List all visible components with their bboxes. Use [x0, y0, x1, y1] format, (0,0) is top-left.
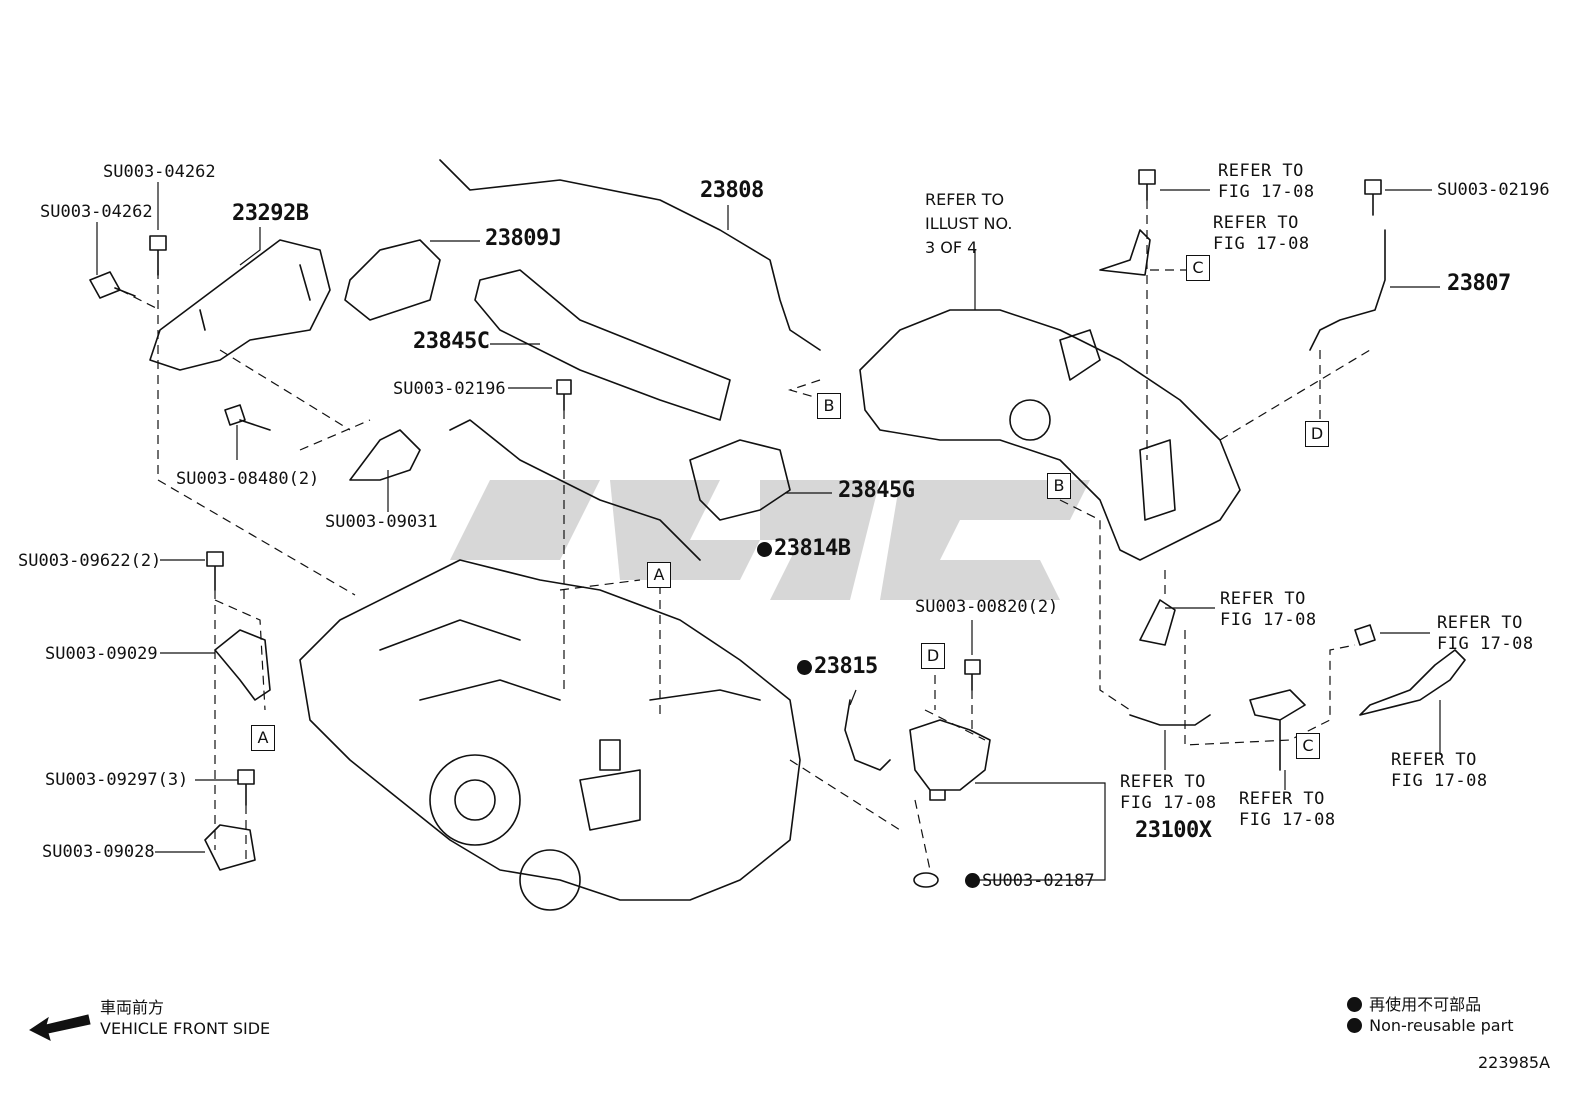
- connector-box-a-center: A: [647, 562, 671, 588]
- label-23808: 23808: [700, 178, 764, 203]
- legend-dot-en: [1347, 1018, 1362, 1033]
- bolt-04262-b: [149, 235, 167, 276]
- label-23845g: 23845G: [838, 478, 915, 503]
- label-su003-09028: SU003-09028: [42, 842, 155, 862]
- refer-illust-line1: REFER TO: [925, 190, 1005, 209]
- label-23814b: 23814B: [757, 538, 851, 560]
- watermark-graphic: [450, 480, 1090, 600]
- bolt-08480: [224, 404, 271, 431]
- label-23100x: 23100X: [1135, 818, 1212, 843]
- label-su003-04262-left: SU003-04262: [40, 202, 153, 222]
- label-su003-00820: SU003-00820(2): [915, 597, 1059, 617]
- label-su003-02196-right: SU003-02196: [1437, 180, 1550, 200]
- label-23809j: 23809J: [485, 226, 562, 251]
- bracket-09031: [349, 429, 421, 481]
- refer-7-line1: REFER TO: [1391, 750, 1477, 770]
- bracket-09028: [204, 824, 256, 871]
- front-side-en: VEHICLE FRONT SIDE: [100, 1019, 271, 1038]
- wire-23815: [844, 699, 891, 771]
- figure-id: 223985A: [1478, 1053, 1551, 1072]
- hose-ref-7: [1359, 649, 1466, 716]
- refer-6-line2: FIG 17-08: [1239, 810, 1336, 830]
- intake-manifold: [859, 309, 1241, 561]
- legend-jp-text: 再使用不可部品: [1369, 995, 1482, 1014]
- engine-block: [299, 559, 801, 901]
- label-23815: 23815: [797, 656, 878, 678]
- label-su003-09029: SU003-09029: [45, 644, 158, 664]
- gasket-02187: [913, 872, 939, 888]
- non-reusable-dot: [965, 873, 980, 888]
- label-23807: 23807: [1447, 271, 1511, 296]
- connector-box-c-upper: C: [1186, 255, 1210, 281]
- label-su003-09031: SU003-09031: [325, 512, 438, 532]
- label-23814b-text: 23814B: [774, 536, 851, 561]
- label-su003-02187: SU003-02187: [965, 872, 1095, 890]
- bolt-02196-b: [1364, 179, 1382, 216]
- connector-box-b-left: B: [817, 393, 841, 419]
- label-23292b: 23292B: [232, 201, 309, 226]
- label-su003-02187-text: SU003-02187: [982, 871, 1095, 891]
- connector-box-d-lower: D: [921, 643, 945, 669]
- refer-5-line2: FIG 17-08: [1120, 793, 1217, 813]
- bolt-09622: [206, 551, 224, 591]
- label-su003-04262-top: SU003-04262: [103, 162, 216, 182]
- hose-ref-4: [1129, 714, 1211, 726]
- refer-illust-line3: 3 OF 4: [925, 238, 978, 257]
- refer-4-line1: REFER TO: [1437, 613, 1523, 633]
- front-side-jp: 車両前方: [100, 998, 165, 1017]
- legend-en: Non-reusable part: [1347, 1016, 1513, 1035]
- label-23815-text: 23815: [814, 654, 878, 679]
- label-su003-09297: SU003-09297(3): [45, 770, 189, 790]
- housing-23100x: [909, 719, 991, 801]
- refer-5-line1: REFER TO: [1120, 772, 1206, 792]
- bolt-04262-a: [89, 271, 136, 299]
- bracket-ref-3: [1139, 599, 1176, 646]
- front-arrow: [29, 1014, 91, 1041]
- label-su003-02196-center: SU003-02196: [393, 379, 506, 399]
- legend-en-text: Non-reusable part: [1369, 1016, 1514, 1035]
- bracket-ref-2: [1099, 229, 1151, 276]
- connector-box-a-left: A: [251, 725, 275, 751]
- wire-23808: [439, 159, 821, 351]
- non-reusable-dot: [797, 660, 812, 675]
- connector-box-b-right: B: [1047, 473, 1071, 499]
- connector-box-c-lower: C: [1296, 733, 1320, 759]
- bracket-23292b: [149, 239, 331, 371]
- pipe-23807: [1309, 229, 1386, 351]
- refer-1-line2: FIG 17-08: [1218, 182, 1315, 202]
- valve-ref-5: [1249, 689, 1306, 771]
- refer-7-line2: FIG 17-08: [1391, 771, 1488, 791]
- label-23845c: 23845C: [413, 329, 490, 354]
- bracket-09029: [214, 629, 271, 701]
- bolt-ref-6: [1354, 624, 1376, 646]
- part-23809j: [344, 239, 441, 321]
- legend-jp: 再使用不可部品: [1347, 991, 1481, 1015]
- bolt-00820: [964, 659, 981, 691]
- bolt-ref-1: [1138, 169, 1156, 201]
- refer-2-line2: FIG 17-08: [1213, 234, 1310, 254]
- refer-1-line1: REFER TO: [1218, 161, 1304, 181]
- connector-box-d-upper: D: [1305, 421, 1329, 447]
- shield-23845g: [689, 439, 791, 521]
- refer-3-line2: FIG 17-08: [1220, 610, 1317, 630]
- non-reusable-dot: [757, 542, 772, 557]
- label-su003-08480: SU003-08480(2): [176, 469, 320, 489]
- legend-dot-jp: [1347, 997, 1362, 1012]
- refer-6-line1: REFER TO: [1239, 789, 1325, 809]
- bolt-09297: [237, 769, 255, 806]
- refer-illust-line2: ILLUST NO.: [925, 214, 1013, 233]
- refer-4-line2: FIG 17-08: [1437, 634, 1534, 654]
- refer-2-line1: REFER TO: [1213, 213, 1299, 233]
- tube-23814b: [449, 419, 701, 561]
- label-su003-09622: SU003-09622(2): [18, 551, 162, 571]
- shield-23845c: [474, 269, 731, 421]
- bolt-02196-a: [556, 379, 572, 411]
- refer-3-line1: REFER TO: [1220, 589, 1306, 609]
